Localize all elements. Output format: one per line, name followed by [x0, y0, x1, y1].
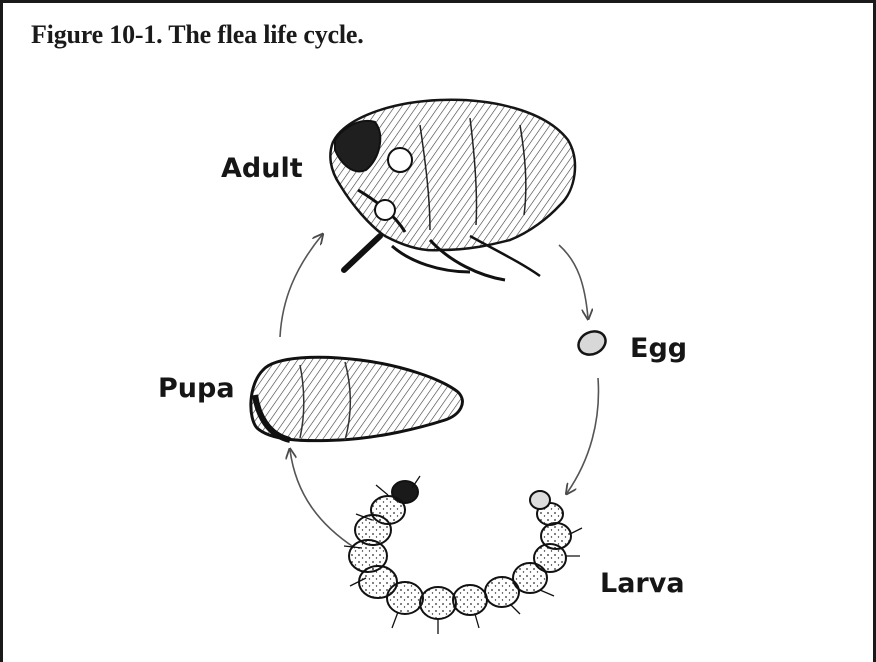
pupa-illustration: [251, 357, 463, 440]
stage-label-adult: Adult: [221, 153, 303, 184]
stage-label-larva: Larva: [600, 568, 685, 599]
stage-label-egg: Egg: [630, 333, 687, 364]
arrow-adult-to-egg: [559, 245, 588, 318]
stage-label-pupa: Pupa: [158, 373, 235, 404]
egg-illustration: [575, 327, 610, 359]
adult-flea-illustration: [330, 100, 575, 280]
arrow-pupa-to-adult: [280, 235, 322, 337]
larva-illustration: [344, 476, 582, 634]
arrow-larva-to-pupa: [290, 450, 355, 548]
arrow-egg-to-larva: [567, 378, 598, 493]
